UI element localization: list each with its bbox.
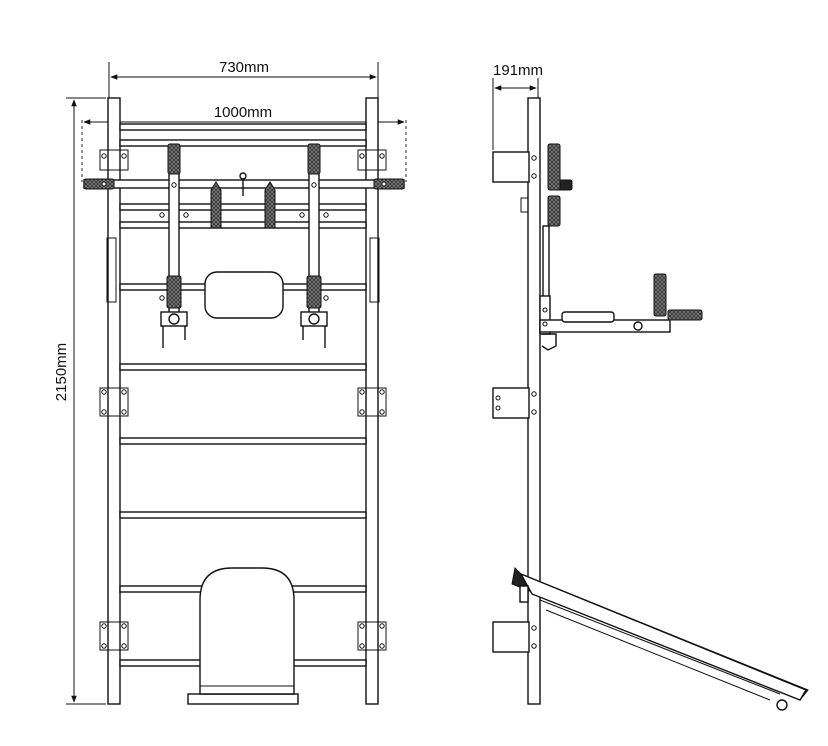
side-dip-arm — [539, 273, 703, 351]
right-side-pad — [369, 237, 380, 303]
left-side-pad — [106, 237, 117, 303]
side-view: 191mm — [492, 62, 809, 711]
dimension-inner-width: 730mm — [108, 59, 379, 98]
bench-front — [187, 567, 299, 705]
front-view: 730mm 1000mm 2150mm — [53, 59, 407, 705]
right-upright — [365, 97, 379, 705]
inner-width-label: 730mm — [219, 59, 269, 76]
dimension-depth: 191mm — [492, 62, 543, 150]
depth-label: 191mm — [493, 62, 543, 79]
center-pegs — [210, 172, 276, 229]
dip-station — [159, 143, 329, 348]
side-wall-brackets — [492, 151, 537, 653]
side-upright — [527, 97, 541, 705]
height-label: 2150mm — [53, 343, 70, 401]
side-pull-up-bar — [520, 143, 573, 309]
dimension-outer-width: 1000mm — [81, 104, 407, 182]
back-pad — [204, 271, 284, 319]
pull-up-bar — [83, 178, 405, 190]
left-upright — [107, 97, 121, 705]
dimension-height: 2150mm — [53, 97, 106, 705]
outer-width-label: 1000mm — [214, 104, 272, 121]
wall-brackets — [99, 149, 387, 651]
side-bench — [511, 566, 809, 711]
